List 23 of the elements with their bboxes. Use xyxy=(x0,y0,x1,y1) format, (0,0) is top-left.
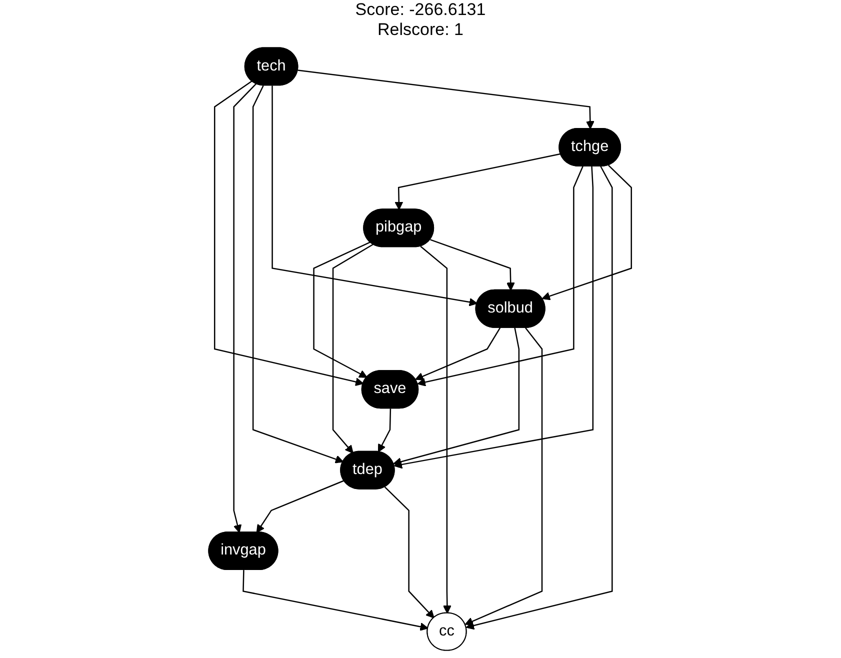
arrow xyxy=(465,327,544,626)
arrow xyxy=(416,328,502,380)
arrow xyxy=(542,164,632,300)
arrow xyxy=(378,408,392,452)
arrow xyxy=(332,244,374,454)
arrow xyxy=(430,239,516,291)
arrow xyxy=(384,486,435,618)
score-title: Score: -266.6131 xyxy=(355,0,486,20)
arrow xyxy=(418,166,584,386)
arrow xyxy=(420,246,452,614)
arrow xyxy=(214,80,364,386)
score-note: Relscore: 1 xyxy=(378,20,464,40)
arrow xyxy=(298,70,595,130)
arrow xyxy=(394,328,520,466)
arrow xyxy=(272,86,478,306)
arrow xyxy=(252,85,344,464)
arrow xyxy=(314,242,371,378)
arrow xyxy=(256,480,345,533)
arrow xyxy=(394,166,594,469)
arrow xyxy=(243,570,429,631)
arrow xyxy=(234,83,257,533)
arrow xyxy=(466,166,614,630)
arrow xyxy=(395,153,562,210)
